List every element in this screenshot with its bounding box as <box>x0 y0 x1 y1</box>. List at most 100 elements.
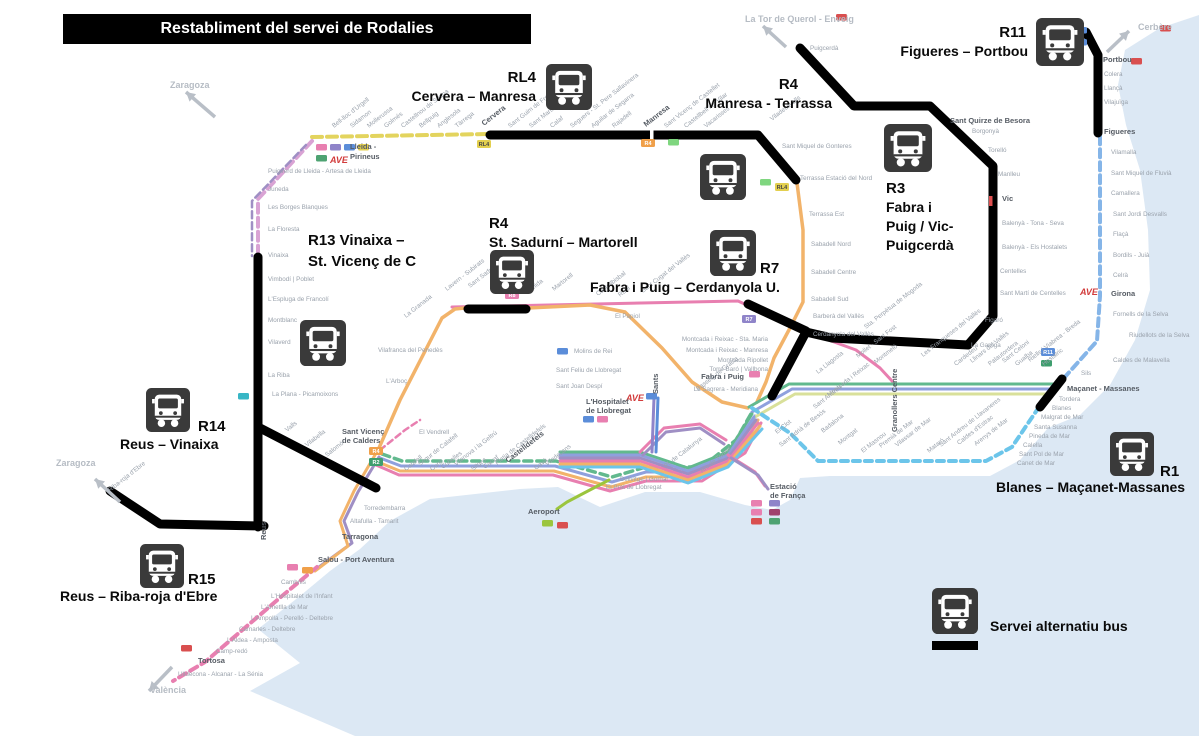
station-label: Pirineus <box>350 152 380 161</box>
rail-line <box>558 424 762 482</box>
callout-label: R11 <box>999 24 1026 41</box>
station-label: Zaragoza <box>170 80 211 90</box>
route-badge <box>1131 58 1142 65</box>
station-label: Cervera <box>480 103 508 128</box>
route-badge <box>641 139 655 147</box>
station-tick <box>989 196 993 206</box>
direction-arrow <box>761 24 788 49</box>
callout-label: R1 <box>1160 463 1179 480</box>
station-label: Vinaixa <box>268 252 289 259</box>
bus-icon <box>884 124 932 172</box>
rail-line <box>558 418 758 476</box>
station-label: Granollers Centre <box>890 369 899 432</box>
station-label: Bordils - Juià <box>1113 252 1150 259</box>
route-badge <box>646 393 657 400</box>
station-label: Montcada Ripollet <box>718 357 769 364</box>
callout-label: Puigcerdà <box>886 237 954 253</box>
bus-icon <box>700 154 746 200</box>
callout-label: Cervera – Manresa <box>411 88 536 104</box>
station-label: La Tor de Querol - Enveig <box>745 14 854 24</box>
sea-layer <box>250 15 1199 736</box>
station-label: Balenyà - Els Hostalets <box>1002 244 1067 251</box>
station-label: Fornells de la Selva <box>1113 311 1169 318</box>
callout-label: Manresa - Terrassa <box>705 95 832 111</box>
station-label: Puigcerdà <box>810 45 839 52</box>
rail-line <box>555 478 611 511</box>
route-badge <box>344 144 355 151</box>
station-label: Colera <box>1104 71 1123 78</box>
route-badge <box>557 348 568 355</box>
route-badge <box>316 144 327 151</box>
callout-label: Figueres – Portbou <box>900 43 1028 59</box>
station-label: Santa Susanna <box>1034 424 1078 431</box>
route-badge <box>302 567 313 574</box>
station-label: La Llagosta <box>815 350 845 376</box>
station-label: La Granada <box>403 293 434 319</box>
station-label: Cambrils <box>281 579 306 586</box>
station-label: Torredembarra <box>364 505 406 512</box>
station-label: Castelldefels <box>504 429 546 465</box>
station-label: Sant Martí de Centelles <box>1000 290 1066 297</box>
route-badge <box>769 509 780 516</box>
arrowhead-icon <box>763 26 774 36</box>
station-label: El Vendrell <box>419 429 449 436</box>
station-label: Puigverd de Lleida - Artesa de Lleida <box>268 168 371 175</box>
station-label: de Llobregat <box>586 406 632 415</box>
route-badge <box>1160 25 1171 32</box>
direction-arrow <box>184 90 217 119</box>
rail-line <box>654 396 660 454</box>
bus-replacement-segment <box>255 423 381 493</box>
station-label: Caldes de Malavella <box>1113 357 1170 364</box>
route-badge <box>316 155 327 162</box>
bus-replacement-segment <box>105 486 269 531</box>
station-label: Vilamalla <box>1111 149 1137 156</box>
route-badge <box>1041 348 1055 356</box>
arrowhead-icon <box>149 681 159 691</box>
station-label: Altafulla - Tamarit <box>350 518 399 525</box>
station-label: Cerbère <box>1138 22 1172 32</box>
direction-arrow <box>93 477 122 504</box>
station-label: Sants <box>651 374 660 394</box>
station-label: Juneda <box>268 186 289 193</box>
station-label: Barberà del Vallès <box>813 313 864 320</box>
station-label: Borgonyà <box>972 128 999 135</box>
station-label: Malgrat de Mar <box>1041 414 1083 421</box>
bus-replacement-segment <box>485 130 801 185</box>
station-label: Girona <box>1111 289 1136 298</box>
station-label: Les Borges Blanques <box>268 204 328 211</box>
route-badge <box>358 144 369 151</box>
station-label: Manlleu <box>998 171 1021 178</box>
route-badge <box>751 500 762 507</box>
station-label: L'Hospitalet de l'Infant <box>271 593 333 600</box>
station-label: Calaf <box>549 115 565 130</box>
station-label: La Floresta <box>268 226 300 233</box>
callout-label: Blanes – Maçanet-Massanes <box>996 479 1185 495</box>
callout-label: R13 Vinaixa – <box>308 232 404 249</box>
station-label: Figaró <box>985 317 1003 324</box>
rail-line <box>753 392 1055 419</box>
ave-logo: AVE <box>329 155 349 165</box>
bus-replacement-segment <box>1035 374 1067 412</box>
route-badge <box>742 315 756 323</box>
route-badge <box>751 518 762 525</box>
callout-label: R3 <box>886 180 905 197</box>
ave-logo: AVE <box>625 393 645 403</box>
rail-line <box>747 382 1055 409</box>
station-label: Tordera <box>1059 396 1081 403</box>
route-badge-label: R4 <box>644 141 652 147</box>
station-label: Ulldecona - Alcanar - La Sénia <box>178 671 264 678</box>
callout-label: St. Vicenç de C <box>308 253 416 270</box>
bus-icon <box>932 588 978 634</box>
callout-label: R4 <box>489 215 509 232</box>
route-badge <box>836 14 847 21</box>
station-label: Terrassa Estació del Nord <box>800 175 873 182</box>
station-label: Riudellots de la Selva <box>1129 332 1190 339</box>
rail-line <box>558 421 760 479</box>
route-badge <box>769 500 780 507</box>
